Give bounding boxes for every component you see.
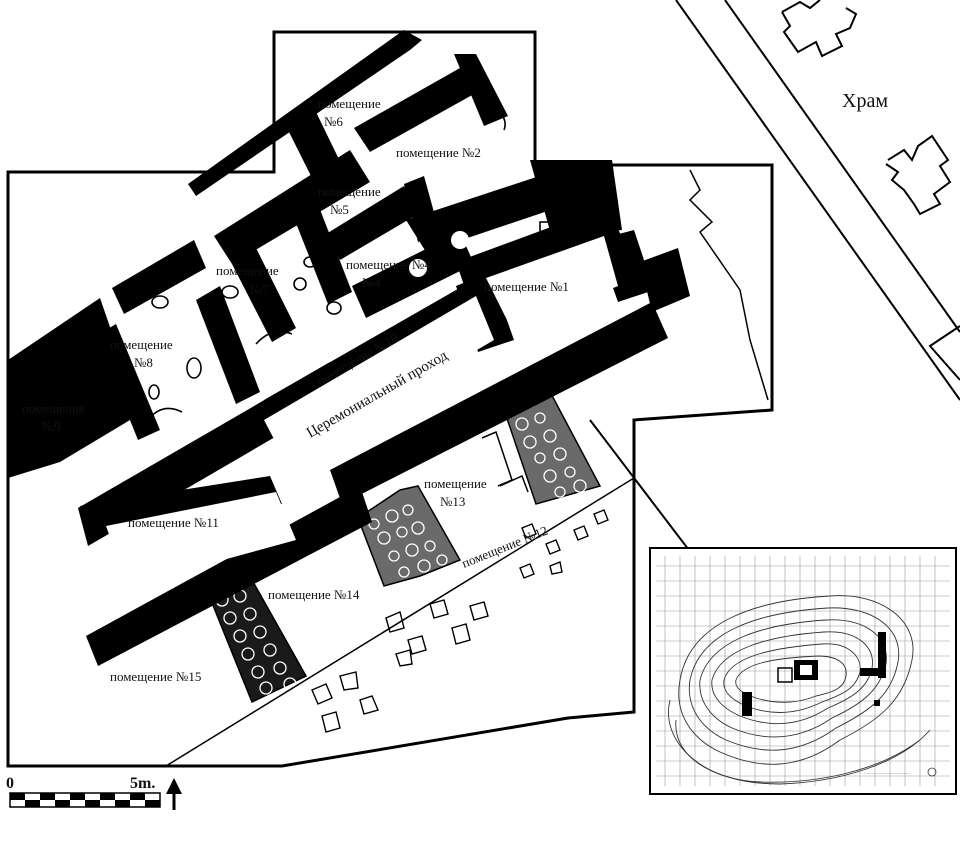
label-room4-num: №4 <box>362 275 381 290</box>
inset-location-map: ~~~~~~~~~~~~~~~~~~~~ <box>649 547 957 795</box>
room-floors <box>106 231 618 586</box>
label-room7-line1: помещение <box>216 263 279 278</box>
scale-start-label: 0 <box>6 775 14 792</box>
inset-north-icon <box>927 767 937 777</box>
label-room14: помещение №14 <box>268 587 360 602</box>
label-room5-line2: №5 <box>330 202 349 217</box>
label-room6-line1: помещение <box>318 96 381 111</box>
temple-area <box>675 0 960 401</box>
label-room11: помещение №11 <box>128 515 219 530</box>
label-room13-line1: помещение <box>424 476 487 491</box>
label-room8-line1: помещение <box>110 337 173 352</box>
north-arrow-icon <box>166 778 182 810</box>
label-room7-line2: №7 <box>250 282 269 297</box>
paved-areas <box>204 387 602 704</box>
label-room4: помещение №4 <box>346 257 431 272</box>
scale-bar: 0 5m. <box>6 775 161 808</box>
label-room12: помещение №12 <box>460 523 550 571</box>
label-room1: помещение №1 <box>484 279 569 294</box>
scattered-stones <box>311 509 609 733</box>
label-room8-line2: №8 <box>134 355 153 370</box>
label-room5-line1: помещение <box>318 184 381 199</box>
temple-label: Храм <box>842 90 888 112</box>
label-room15: помещение №15 <box>110 669 201 684</box>
label-room9-line1: помещение <box>22 401 85 416</box>
label-room2: помещение №2 <box>396 145 481 160</box>
label-room6-line2: №6 <box>324 114 343 129</box>
label-room9-line2: №9 <box>42 419 61 434</box>
scale-end-label: 5m. <box>130 775 155 792</box>
label-room13-line2: №13 <box>440 494 465 509</box>
site-boundary <box>6 30 774 768</box>
inset-caption: ~~~~~~~~~~~~~~~~~~~~ <box>864 771 911 776</box>
room-features <box>147 109 559 421</box>
boundary-details <box>165 169 769 767</box>
